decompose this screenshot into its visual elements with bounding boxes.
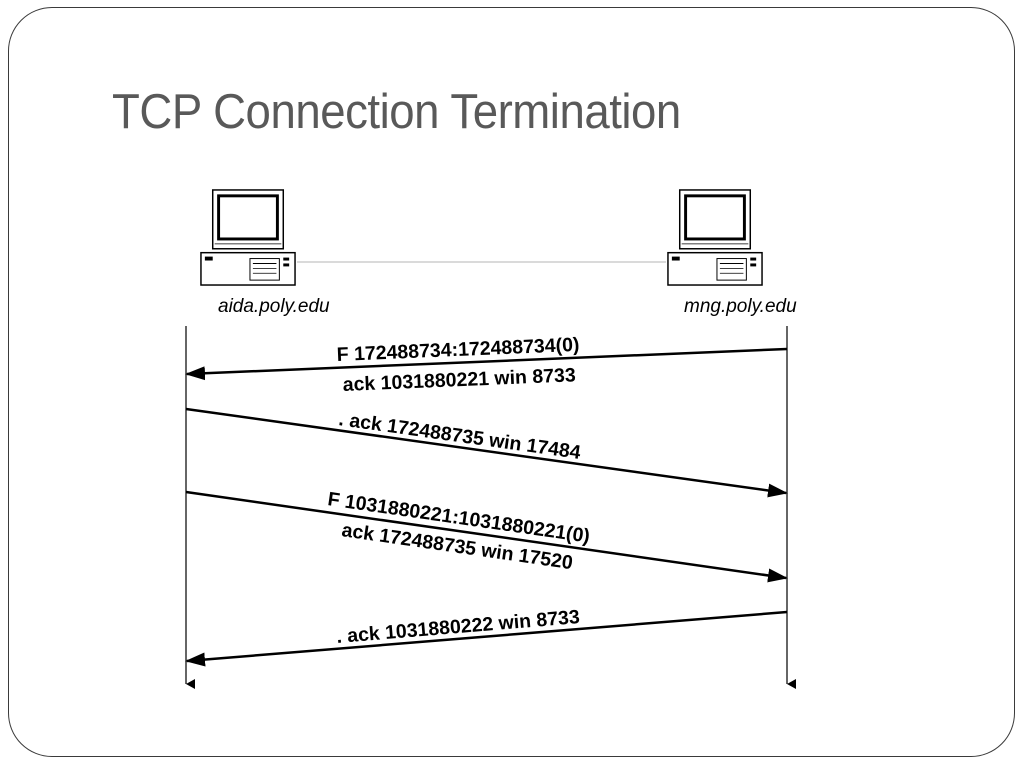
desktop-computer-icon	[666, 188, 764, 287]
message-arrow-fin-from-aida	[185, 490, 788, 583]
message-1-line-1: F 172488734:172488734(0)	[336, 334, 580, 366]
message-arrow-ack-from-mng	[185, 610, 788, 667]
message-arrow-fin-from-mng	[185, 347, 788, 381]
message-arrow-ack-from-aida	[185, 407, 788, 498]
host-label-aida: aida.poly.edu	[218, 296, 330, 317]
desktop-computer-icon	[199, 188, 297, 287]
slide-title: TCP Connection Termination	[112, 85, 681, 139]
slide-frame	[8, 7, 1015, 757]
message-1-line-2: ack 1031880221 win 8733	[342, 364, 576, 396]
message-4-line-1: . ack 1031880222 win 8733	[336, 606, 581, 648]
host-label-mng: mng.poly.edu	[684, 296, 797, 317]
